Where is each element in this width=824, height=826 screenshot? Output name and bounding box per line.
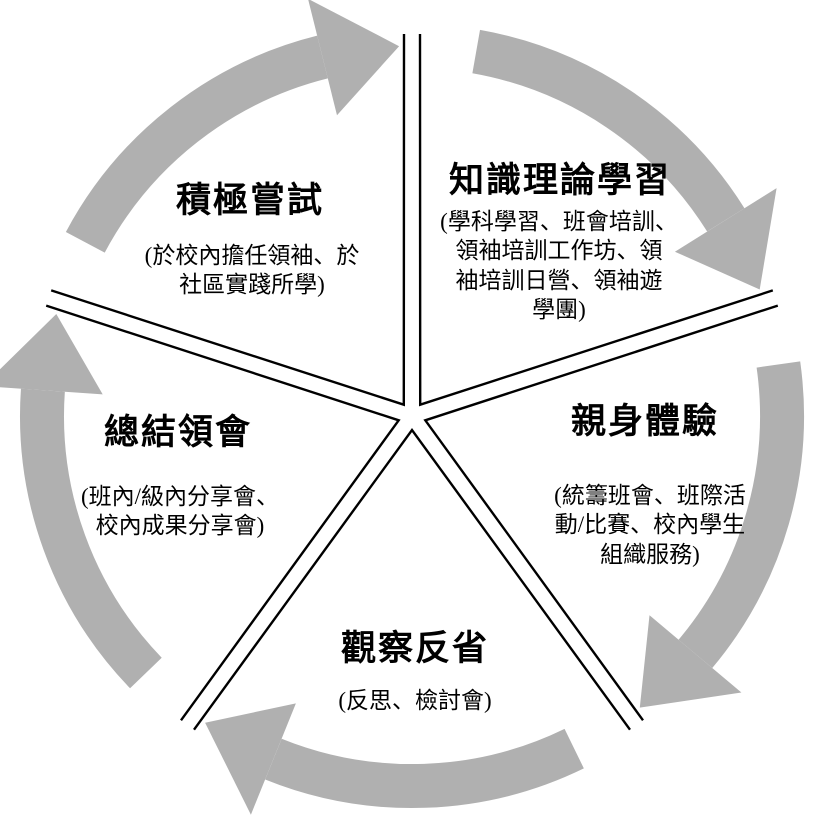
wedge-outline-summary [45, 304, 401, 722]
cycle-arrow-segment-3 [205, 703, 584, 815]
segment-title-attempt: 積極嘗試 [175, 181, 324, 220]
cycle-arrow-segment-1 [472, 29, 777, 290]
segment-title-experience: 親身體驗 [570, 402, 719, 441]
segment-desc-experience: (統籌班會、班際活 動/比賽、校內學生 組織服務) [554, 483, 746, 567]
wedge-outline-attempt [50, 33, 406, 407]
cycle-arrow-segment-5 [65, 0, 400, 253]
cycle-arrow-segment-4 [0, 314, 162, 689]
segment-desc-attempt: (於校內擔任領袖、於 社區實踐所學) [144, 243, 360, 298]
wedge-outline-experience [423, 304, 779, 722]
segment-desc-summary: (班內/級內分享會、 校內成果分享會) [80, 484, 280, 539]
cycle-arrow-segment-2 [639, 361, 804, 708]
segment-title-summary: 總結領會 [103, 413, 252, 452]
segment-desc-knowledge: (學科學習、班會培訓、 領袖培訓工作坊、領 袖培訓日營、領袖遊 學團) [440, 209, 678, 323]
segment-desc-reflection: (反思、檢討會) [338, 688, 492, 713]
segment-title-knowledge: 知識理論學習 [448, 161, 671, 200]
wedge-outline-knowledge [418, 33, 774, 407]
segment-title-reflection: 觀察反省 [340, 629, 489, 668]
wedge-outline-reflection [193, 427, 631, 731]
